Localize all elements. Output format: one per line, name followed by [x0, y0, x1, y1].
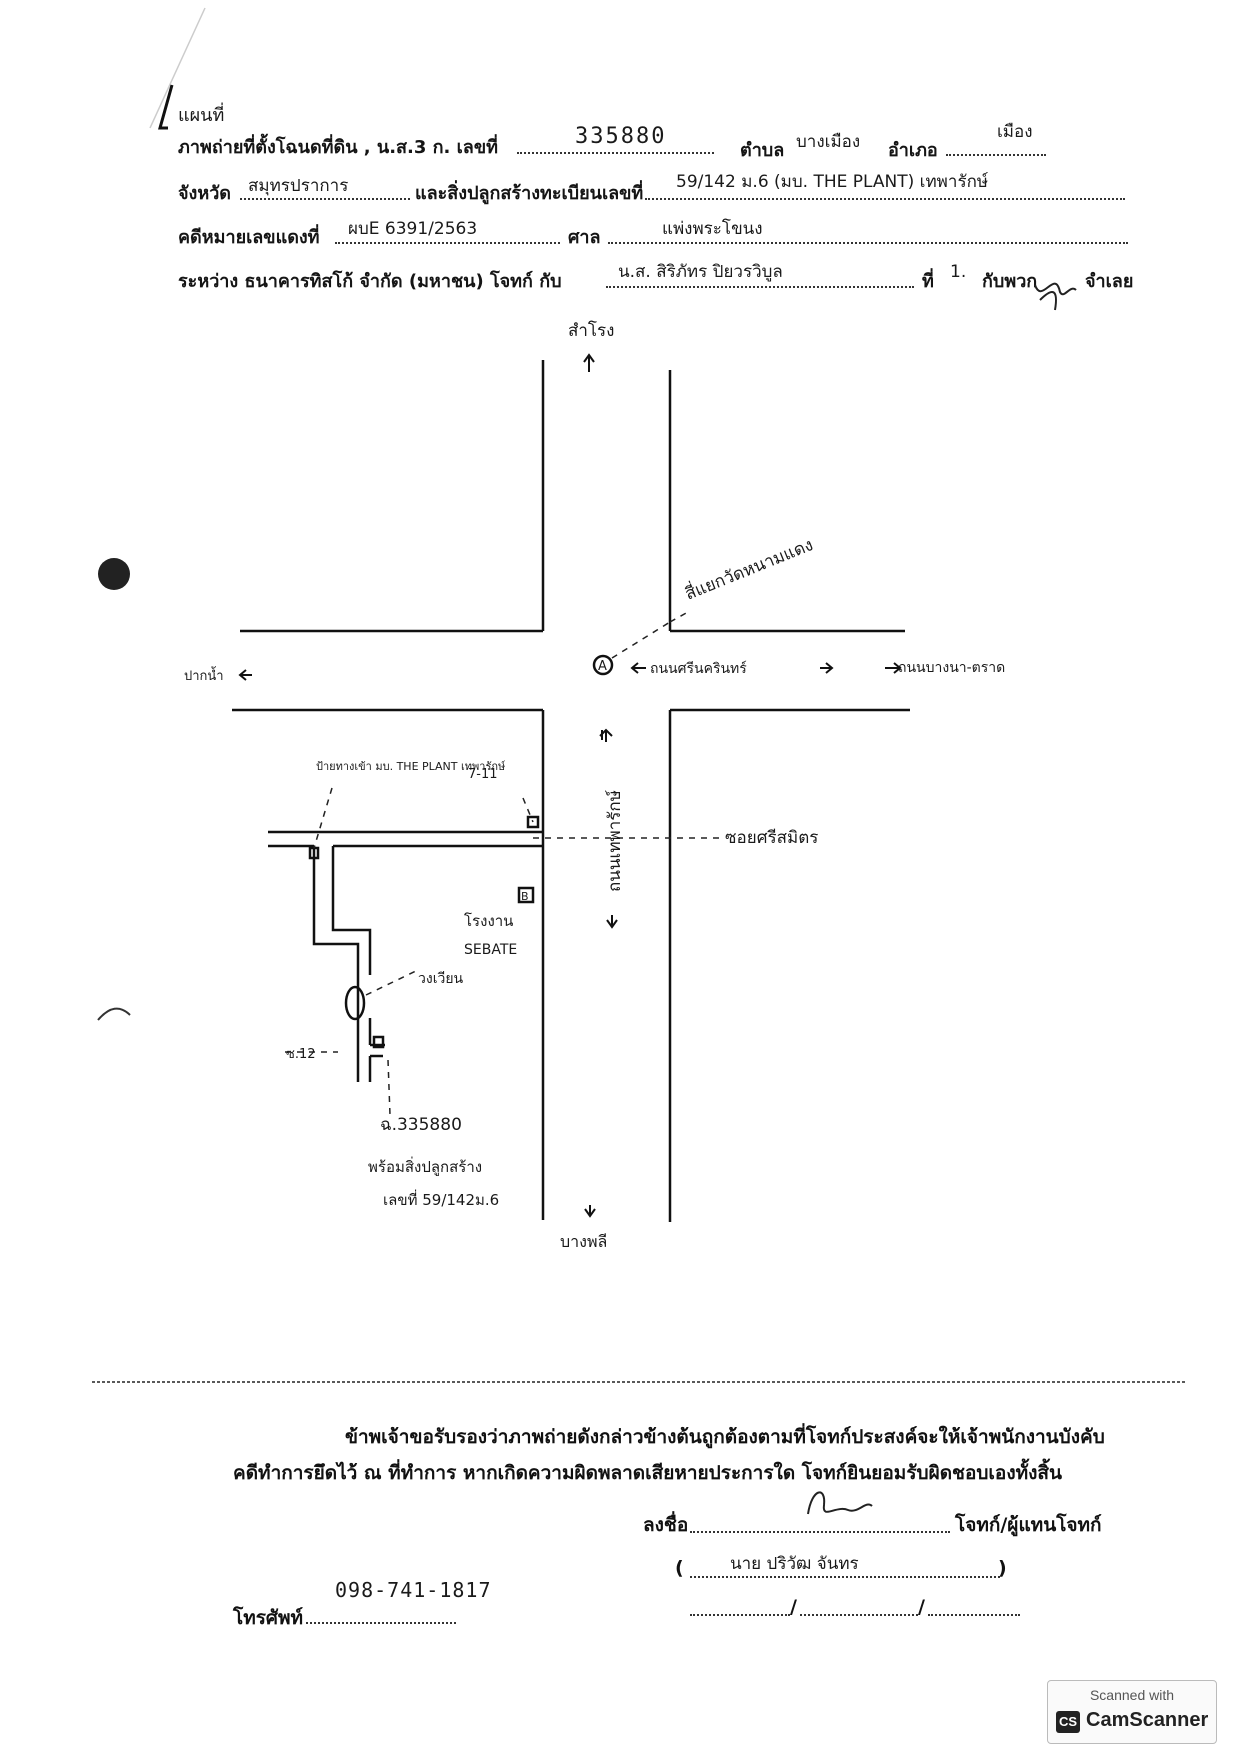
initials: [1039, 291, 1057, 311]
case-number: ผบE 6391/2563: [348, 219, 478, 239]
target-label-3: เลขที่ 59/142ม.6: [383, 1189, 499, 1209]
defendant: น.ส. สิริภัทร ปิยวรวิบูล: [618, 262, 783, 282]
certification-line-1: ข้าพเจ้าขอรับรองว่าภาพถ่ายดังกล่าวข้างต้…: [345, 1426, 1105, 1448]
line4-label-c: กับพวก: [982, 271, 1038, 292]
line4-label-b: ที่: [922, 271, 934, 292]
line1-label-a: ภาพถ่ายที่ตั้งโฉนดที่ดิน , น.ส.3 ก. เลขท…: [178, 137, 499, 158]
scan-mark: [97, 1007, 131, 1021]
target-label-2: พร้อมสิ่งปลูกสร้าง: [368, 1156, 482, 1176]
village-road: [312, 846, 360, 1082]
certification-line-2: คดีทำการยึดไว้ ณ ที่ทำการ หากเกิดความผิด…: [233, 1462, 1062, 1484]
line1-label-c: อำเภอ: [888, 140, 938, 161]
defendant-number: 1.: [950, 262, 967, 282]
name-close-paren: ): [998, 1557, 1007, 1579]
camscanner-logo-icon: CS: [1056, 1711, 1080, 1733]
subdistrict: บางเมือง: [796, 132, 861, 152]
line2-label-b: และสิ่งปลูกสร้างทะเบียนเลขที่: [415, 183, 644, 204]
province: สมุทรปราการ: [248, 176, 349, 196]
east-road-label: ถนนบางนา-ตราด: [898, 660, 1005, 676]
arrow-south-icon: [584, 1205, 596, 1218]
target-label-1: ฉ.335880: [380, 1115, 462, 1135]
intersection-leader: [669, 611, 689, 623]
house-number: 59/142 ม.6 (มบ. THE PLANT) เทพารักษ์: [676, 172, 989, 192]
line1-label-b: ตำบล: [740, 140, 785, 161]
main-road-label: ถนนเทพารักษ์: [605, 790, 625, 892]
marker-a-label: A: [598, 659, 607, 674]
roundabout-circle: [344, 985, 366, 1021]
map-title: แผนที่: [178, 105, 225, 126]
village-sign-label: ป้ายทางเข้า มบ. THE PLANT เทพารักษ์: [316, 760, 506, 773]
intersection-leader: [611, 621, 671, 659]
camscanner-watermark: Scanned with CS CamScanner: [1047, 1680, 1217, 1744]
line4-label-a: ระหว่าง ธนาคารทิสโก้ จำกัด (มหาชน) โจทก์…: [178, 271, 562, 292]
punch-hole: [98, 558, 130, 590]
watermark-brand: CamScanner: [1086, 1709, 1209, 1731]
scan-mark: [149, 7, 206, 129]
date-slash-1: /: [790, 1596, 797, 1618]
village-road: [331, 846, 372, 975]
arrow-right-icon: [820, 662, 834, 674]
factory-label-1: โรงงาน: [464, 912, 513, 930]
line3-label-a: คดีหมายเลขแดงที่: [178, 227, 320, 248]
seven-eleven-label: 7-11: [468, 767, 498, 782]
arrow-left-icon: [630, 662, 646, 674]
target-house-marker: [372, 1035, 385, 1049]
seven-eleven-marker: [526, 815, 540, 829]
initials-scribble: [1034, 282, 1077, 296]
line2-label-a: จังหวัด: [178, 183, 231, 204]
arrow-north-icon: [583, 353, 595, 372]
court: แพ่งพระโขนง: [662, 219, 763, 239]
district: เมือง: [997, 122, 1033, 142]
signature-scribble: [807, 1491, 873, 1515]
factory-marker: [517, 886, 535, 904]
sign-leader: [313, 787, 333, 849]
scan-mark: [158, 84, 174, 130]
seven-eleven-leader: [522, 797, 534, 823]
west-label: ปากน้ำ: [184, 666, 224, 684]
sign-role: โจทก์/ผู้แทนโจทก์: [955, 1514, 1102, 1536]
name-open-paren: (: [675, 1557, 684, 1579]
line4-label-d: จำเลย: [1085, 271, 1134, 292]
line3-label-b: ศาล: [568, 227, 601, 248]
marker-b-label: B: [521, 890, 529, 903]
intersection-marker: [592, 654, 614, 676]
roundabout-leader: [365, 969, 419, 996]
signer-name: นาย ปริวัฒ จันทร: [730, 1554, 859, 1574]
soi-label: ซอยศรีสมิตร: [725, 828, 818, 848]
watermark-line1: Scanned with: [1089, 1687, 1175, 1703]
phone-label: โทรศัพท์: [233, 1607, 304, 1629]
soi12-label: ซ.12: [286, 1047, 316, 1062]
phone-number: 098-741-1817: [335, 1578, 492, 1602]
deed-number: 335880: [575, 124, 667, 149]
arrow-down-icon: [606, 915, 618, 929]
arrow-north-small-icon: [599, 728, 613, 742]
intersection-label: สี่แยกวัดหนามแดง: [681, 532, 816, 604]
sign-label: ลงชื่อ: [643, 1514, 689, 1536]
target-leader: [387, 1059, 391, 1116]
factory-label-2: SEBATE: [464, 942, 517, 958]
arrow-east-icon: [885, 662, 902, 674]
date-slash-2: /: [918, 1596, 925, 1618]
south-label: บางพลี: [560, 1232, 607, 1251]
north-label: สำโรง: [568, 320, 614, 341]
arrow-west-icon: [238, 669, 252, 681]
cross-road-label: ถนนศรีนครินทร์: [650, 660, 747, 677]
roundabout-label: วงเวียน: [418, 971, 464, 987]
